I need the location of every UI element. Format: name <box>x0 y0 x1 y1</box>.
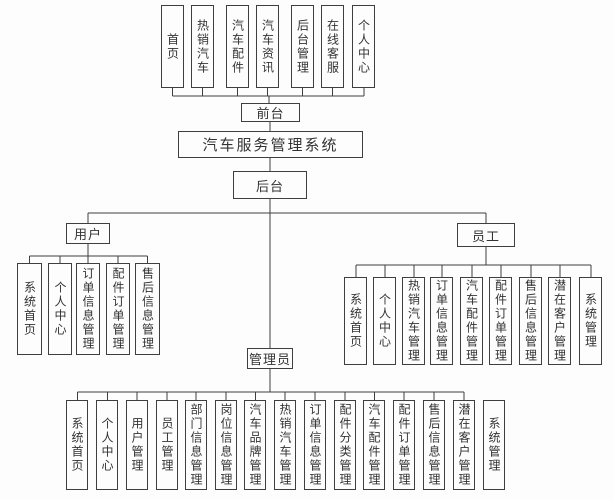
node-user-personal-center: 个人中心 <box>48 263 72 355</box>
node-front-online-service: 在线客服 <box>321 5 344 88</box>
node-admin-potential-customer-mgmt: 潜在客户管理 <box>453 400 475 490</box>
node-admin-parts-order-mgmt: 配件订单管理 <box>393 400 415 490</box>
node-staff-order-info-mgmt: 订单信息管理 <box>430 277 453 365</box>
node-admin-system-home: 系统首页 <box>66 400 88 490</box>
node-front-car-parts: 汽车配件 <box>226 5 249 88</box>
node-admin-order-info-mgmt: 订单信息管理 <box>304 400 326 490</box>
node-user-parts-order-mgmt: 配件订单管理 <box>106 263 130 355</box>
node-staff-hot-cars-mgmt: 热销汽车管理 <box>402 277 425 365</box>
node-admin-staff-mgmt: 员工管理 <box>156 400 178 490</box>
node-admin-car-parts-mgmt: 汽车配件管理 <box>363 400 385 490</box>
node-system-root: 汽车服务管理系统 <box>178 131 363 158</box>
node-role-user: 用户 <box>66 223 110 244</box>
node-front-personal-center: 个人中心 <box>352 5 375 88</box>
node-admin-parts-category-mgmt: 配件分类管理 <box>334 400 356 490</box>
node-staff-parts-order-mgmt: 配件订单管理 <box>489 277 512 365</box>
node-admin-aftersales-info-mgmt: 售后信息管理 <box>423 400 445 490</box>
node-staff-system-home: 系统首页 <box>344 277 367 365</box>
node-admin-post-info-mgmt: 岗位信息管理 <box>215 400 237 490</box>
node-admin-department-info-mgmt: 部门信息管理 <box>185 400 207 490</box>
node-front-home: 首页 <box>161 5 184 88</box>
node-front-backstage: 后台管理 <box>291 5 314 88</box>
node-back-desk: 后台 <box>233 171 307 199</box>
node-admin-personal-center: 个人中心 <box>96 400 118 490</box>
node-front-desk: 前台 <box>241 103 300 122</box>
node-admin-system-mgmt: 系统管理 <box>483 400 505 490</box>
node-front-hot-cars: 热销汽车 <box>191 5 214 88</box>
node-user-order-info-mgmt: 订单信息管理 <box>76 263 100 355</box>
node-role-admin: 管理员 <box>247 348 293 369</box>
node-admin-hot-cars-mgmt: 热销汽车管理 <box>274 400 296 490</box>
node-admin-user-mgmt: 用户管理 <box>126 400 148 490</box>
node-staff-potential-customer-mgmt: 潜在客户管理 <box>548 277 571 365</box>
node-admin-car-brand-mgmt: 汽车品牌管理 <box>244 400 266 490</box>
node-user-system-home: 系统首页 <box>17 263 42 355</box>
node-staff-personal-center: 个人中心 <box>373 277 396 365</box>
node-staff-aftersales-info-mgmt: 售后信息管理 <box>519 277 542 365</box>
node-user-aftersales-info-mgmt: 售后信息管理 <box>135 263 160 355</box>
node-front-car-news: 汽车资讯 <box>256 5 279 88</box>
node-role-staff: 员工 <box>457 223 515 247</box>
node-staff-car-parts-mgmt: 汽车配件管理 <box>460 277 483 365</box>
node-staff-system-mgmt: 系统管理 <box>579 277 602 365</box>
